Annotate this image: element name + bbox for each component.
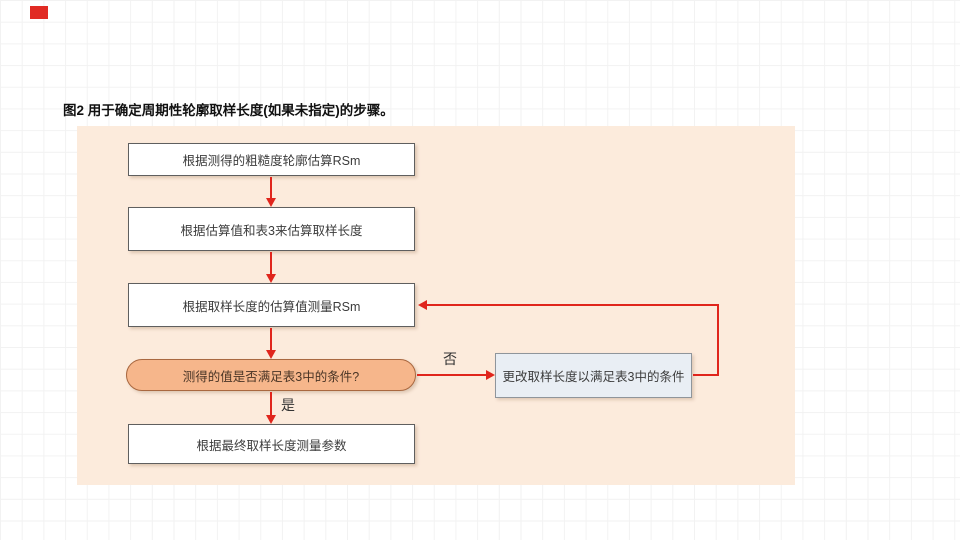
flowchart-step-estimate-sampling-length: 根据估算值和表3来估算取样长度 <box>128 207 415 251</box>
arrow-left-icon <box>418 300 427 310</box>
flowchart-step-measure-parameters: 根据最终取样长度测量参数 <box>128 424 415 464</box>
connector-line <box>693 374 719 376</box>
connector-line <box>270 328 272 350</box>
connector-line <box>717 304 719 376</box>
flowchart-step-measure-rsm: 根据取样长度的估算值测量RSm <box>128 283 415 327</box>
arrow-down-icon <box>266 274 276 283</box>
flowchart-step-label: 根据取样长度的估算值测量RSm <box>182 299 361 314</box>
arrow-down-icon <box>266 350 276 359</box>
branch-label-yes: 是 <box>281 397 295 413</box>
flowchart-step-estimate-rsm: 根据测得的粗糙度轮廓估算RSm <box>128 143 415 176</box>
figure-caption: 图2 用于确定周期性轮廓取样长度(如果未指定)的步骤。 <box>63 103 394 118</box>
arrow-down-icon <box>266 415 276 424</box>
connector-line <box>270 252 272 274</box>
branch-label-no: 否 <box>443 351 457 367</box>
connector-line <box>270 177 272 199</box>
flowchart-decision-condition-met: 测得的值是否满足表3中的条件? <box>126 359 416 391</box>
red-marker <box>30 6 48 19</box>
connector-line <box>427 304 719 306</box>
flowchart-feedback-change-sampling-length: 更改取样长度以满足表3中的条件 <box>495 353 692 398</box>
arrow-down-icon <box>266 198 276 207</box>
connector-line <box>270 392 272 415</box>
flowchart-decision-label: 测得的值是否满足表3中的条件? <box>182 369 360 384</box>
flowchart-step-label: 根据测得的粗糙度轮廓估算RSm <box>182 154 361 168</box>
flowchart-step-label: 根据最终取样长度测量参数 <box>196 438 347 453</box>
flowchart-feedback-label: 更改取样长度以满足表3中的条件 <box>502 370 685 384</box>
flowchart-step-label: 根据估算值和表3来估算取样长度 <box>180 223 363 238</box>
arrow-right-icon <box>486 370 495 380</box>
connector-line <box>417 374 486 376</box>
